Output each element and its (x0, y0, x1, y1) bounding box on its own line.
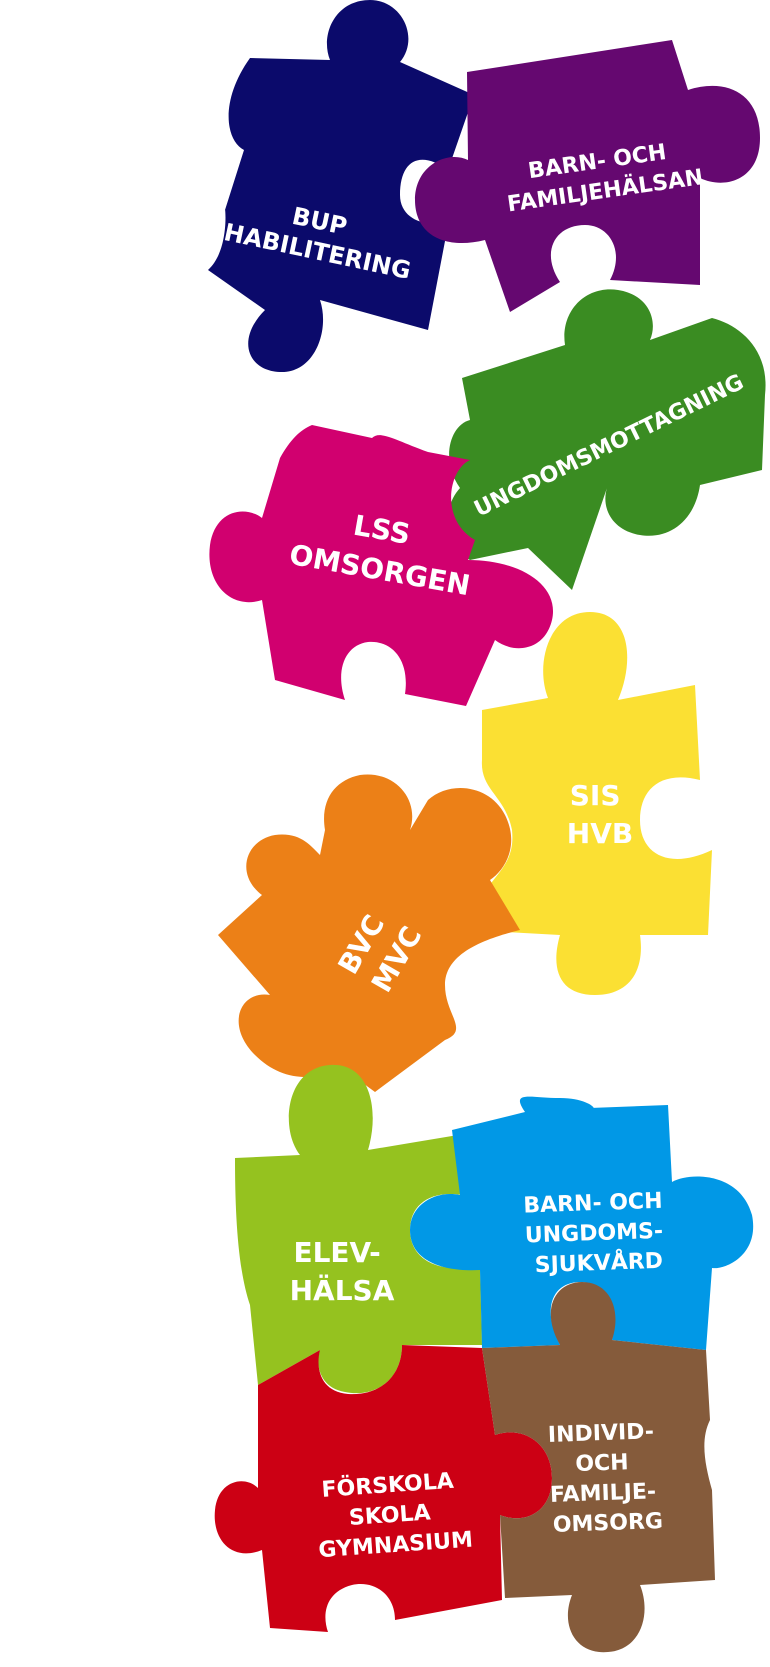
svg-text:BARN- OCH UNGDOMS-: BARN- OCH UNGDOMS- SJUKVÅRD (523, 1188, 673, 1278)
puzzle-piece-lss-shape (209, 425, 554, 706)
puzzle-piece-elev-line-2: HÄLSA (290, 1273, 395, 1307)
puzzle-piece-individ-shape (482, 1282, 715, 1653)
puzzle-piece-individ-line-4: OMSORG (552, 1509, 663, 1538)
puzzle-piece-bup: BUP HABILITERING (208, 0, 474, 372)
puzzle-piece-barn-ungdom-shape (410, 1096, 754, 1350)
puzzle-piece-lss: LSS OMSORGEN (209, 425, 554, 706)
puzzle-piece-ungdom-shape (447, 289, 766, 590)
puzzle-piece-barn-familj-shape (415, 40, 760, 312)
puzzle-piece-forskola: FÖRSKOLA SKOLA GYMNASIUM (214, 1345, 552, 1632)
puzzle-piece-sis-line-2: HVB (567, 817, 633, 850)
svg-text:INDIVID- OCH FAMIL: INDIVID- OCH FAMILJE- OMSORG (548, 1419, 666, 1538)
puzzle-piece-individ: INDIVID- OCH FAMILJE- OMSORG (482, 1282, 715, 1653)
puzzle-piece-elev: ELEV- HÄLSA (235, 1064, 482, 1394)
svg-text:ELEV- HÄLSA: ELEV- HÄLSA (290, 1236, 395, 1307)
puzzle-piece-elev-line-1: ELEV- (293, 1236, 380, 1269)
puzzle-piece-sis-line-1: SIS (570, 779, 621, 812)
puzzle-piece-sis: SIS HVB (481, 612, 712, 995)
puzzle-piece-barn-familj: BARN- OCH FAMILJEHÄLSAN (415, 40, 760, 312)
puzzle-piece-barn-ungdom: BARN- OCH UNGDOMS- SJUKVÅRD (410, 1096, 754, 1350)
puzzle-piece-barn-ungdom-line-1: BARN- OCH (523, 1189, 663, 1219)
puzzle-piece-individ-line-3: FAMILJE- (550, 1479, 657, 1508)
puzzle-piece-sis-shape (481, 612, 712, 995)
puzzle-piece-individ-line-2: OCH (575, 1450, 629, 1477)
puzzle-piece-individ-line-1: INDIVID- (548, 1419, 655, 1448)
puzzle-piece-forskola-line-2: SKOLA (348, 1500, 431, 1531)
puzzle-piece-bvc: BVC MVC (218, 774, 520, 1092)
puzzle-piece-forskola-shape (214, 1345, 552, 1632)
puzzle-piece-bvc-shape (218, 774, 520, 1092)
svg-text:SIS HVB: SIS HVB (567, 779, 633, 850)
puzzle-piece-ungdom: UNGDOMSMOTTAGNING (447, 289, 766, 590)
puzzle-piece-bup-shape (208, 0, 474, 372)
puzzle-piece-elev-shape (235, 1064, 482, 1394)
puzzle-piece-barn-ungdom-line-3: SJUKVÅRD (534, 1248, 663, 1278)
puzzle-piece-barn-ungdom-line-2: UNGDOMS- (525, 1219, 664, 1249)
